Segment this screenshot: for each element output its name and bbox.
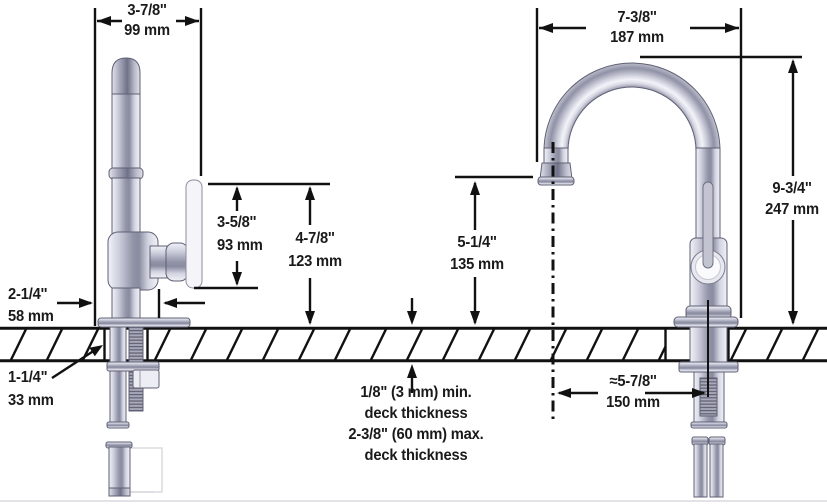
arrowhead-right — [725, 23, 739, 33]
dim-body-height-label: 4-7/8'' 123 mm — [288, 227, 342, 273]
arrowhead-left — [163, 298, 177, 308]
arrowhead-up — [470, 181, 480, 195]
arrowhead-right — [79, 298, 93, 308]
lever-handle-edge — [702, 181, 714, 269]
spout-drop-tube — [543, 147, 569, 166]
spout-collar-ring — [108, 167, 144, 180]
dim-mounting-hole-label: 1-1/4" 33 mm — [8, 366, 54, 412]
arrowhead-up — [232, 186, 242, 200]
dim-inches: 2-1/4'' — [8, 286, 48, 303]
dim-mm: 33 mm — [8, 392, 54, 409]
arrowhead-left — [97, 16, 111, 26]
arrowhead-down — [232, 272, 242, 286]
dim-overall-depth-label: 3-7/8'' 99 mm — [124, 1, 170, 41]
tube-end-lip — [106, 421, 130, 429]
dim-inches: 5-1/4'' — [457, 234, 497, 251]
arrowhead-up — [788, 59, 798, 73]
dim-mm: 123 mm — [288, 253, 342, 270]
hose-end — [709, 443, 724, 498]
arrowhead-left — [557, 388, 571, 398]
spout-column-upper — [111, 91, 141, 173]
dim-mm: 150 mm — [606, 394, 660, 411]
gooseneck-spout — [543, 62, 721, 152]
arrowhead-right — [185, 16, 199, 26]
dimension-lines — [51, 8, 802, 420]
deck-note-line: 1/8" (3 mm) min. — [360, 384, 472, 401]
deck-thickness-note: 1/8" (3 mm) min. deck thickness 2-3/8" (… — [348, 382, 483, 466]
base-flange — [673, 316, 739, 328]
aerator-flare — [537, 176, 575, 186]
arrowhead-down — [788, 311, 798, 325]
arrowhead-diagonal — [89, 345, 103, 357]
dim-overall-height-label: 9-3/4'' 247 mm — [765, 178, 819, 220]
hose-connector-ring — [108, 487, 131, 497]
base-column — [111, 287, 141, 321]
mounting-bracket — [132, 369, 160, 389]
arrowhead-left — [539, 23, 553, 33]
lever-handle — [185, 179, 203, 289]
deck-note-line: deck thickness — [364, 447, 468, 464]
arrowhead-down — [407, 311, 417, 325]
dim-mm: 93 mm — [217, 237, 263, 254]
spout-column-cap — [111, 57, 141, 95]
dim-inches: 3-7/8'' — [127, 2, 167, 19]
dim-mm: 58 mm — [8, 308, 54, 325]
dim-inches: 1-1/4" — [8, 369, 48, 386]
deck-hatch-left — [0, 327, 104, 362]
dim-spout-top-reach-label: 7-3/8'' 187 mm — [610, 8, 664, 48]
dim-inches: 3-5/8'' — [217, 214, 257, 231]
arrowhead-up — [407, 364, 417, 378]
faucet-side-view — [97, 57, 203, 497]
hose-end — [693, 443, 708, 498]
arrowhead-down — [470, 311, 480, 325]
arrowhead-down — [305, 311, 315, 325]
dim-mm: 187 mm — [610, 29, 664, 46]
dim-outlet-height-label: 5-1/4'' 135 mm — [450, 232, 504, 276]
dim-mm: 135 mm — [450, 256, 504, 273]
dim-spout-reach-label: ≈5-7/8'' 150 mm — [606, 371, 660, 413]
spout-column-lower — [111, 177, 141, 237]
arrowhead-up — [305, 186, 315, 200]
deck-note-line: 2-3/8" (60 mm) max. — [348, 426, 484, 443]
dim-mm: 99 mm — [124, 22, 170, 39]
dim-handle-height-label: 3-5/8'' 93 mm — [217, 211, 263, 257]
dim-inches: ≈5-7/8'' — [609, 373, 657, 390]
deck-note-line: deck thickness — [364, 405, 468, 422]
deck-hatch-right — [729, 327, 827, 362]
deck-hatch-middle — [148, 327, 665, 362]
dim-inches: 9-3/4'' — [772, 180, 812, 197]
base-flange — [97, 317, 191, 328]
dim-inches: 7-3/8'' — [617, 9, 657, 26]
arrowhead-right — [692, 388, 706, 398]
dim-inches: 4-7/8'' — [295, 230, 335, 247]
shank-end-lip — [690, 421, 728, 429]
hose-faint-box — [128, 447, 163, 493]
faucet-front-view — [537, 62, 739, 498]
dim-mm: 247 mm — [765, 201, 819, 218]
outlet-end-ring — [165, 242, 189, 282]
dim-base-depth-label: 2-1/4'' 58 mm — [8, 284, 54, 328]
supply-tube — [109, 326, 127, 426]
